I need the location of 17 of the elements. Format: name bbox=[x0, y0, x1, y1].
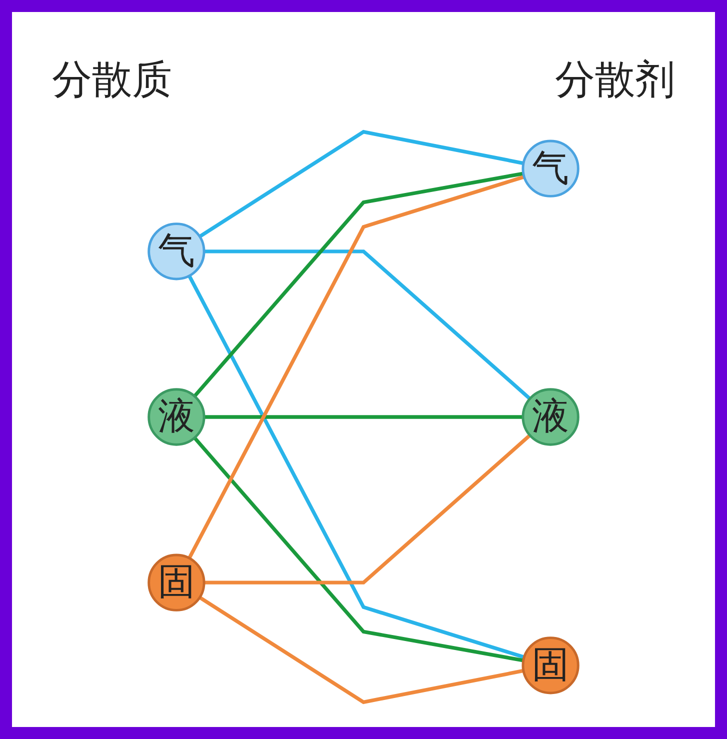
connector bbox=[193, 436, 524, 662]
connector bbox=[188, 274, 525, 659]
node-circle: 固 bbox=[148, 554, 206, 612]
node-circle: 固 bbox=[522, 636, 580, 694]
connector bbox=[198, 596, 524, 704]
connector bbox=[204, 434, 532, 584]
node-circle: 气 bbox=[148, 222, 206, 280]
connector bbox=[188, 175, 525, 560]
column-heading: 分散剂 bbox=[555, 56, 675, 105]
connector bbox=[193, 172, 524, 398]
connector bbox=[204, 250, 532, 400]
column-heading: 分散质 bbox=[52, 56, 172, 105]
node-circle: 液 bbox=[148, 388, 206, 446]
node-circle: 液 bbox=[522, 388, 580, 446]
connector bbox=[204, 415, 523, 419]
connector bbox=[198, 130, 524, 238]
node-circle: 气 bbox=[522, 140, 580, 198]
